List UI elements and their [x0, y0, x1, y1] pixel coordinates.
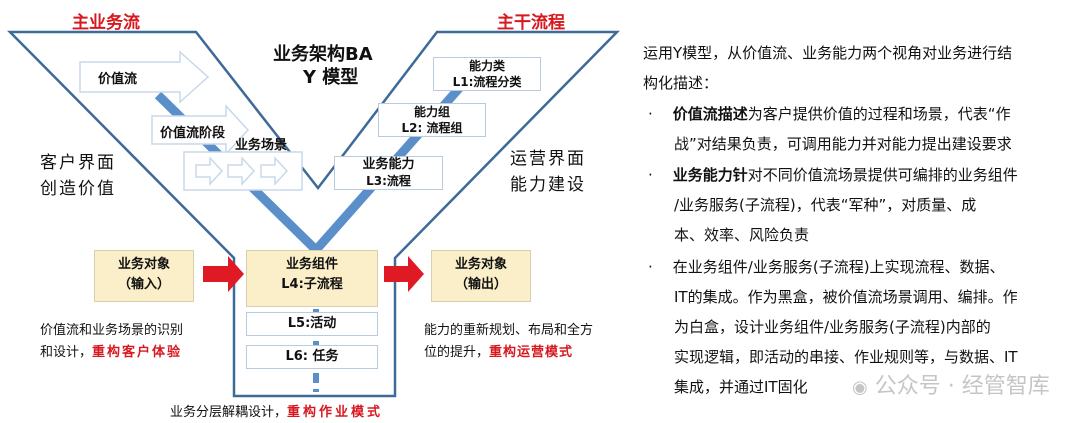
- watermark: ◉ 公众号 · 经管智库: [852, 374, 1050, 399]
- scenario-label: 业务场景: [235, 138, 288, 153]
- value-stream-label: 价值流: [98, 72, 138, 87]
- value-stage-arrow: [151, 104, 250, 156]
- right-note: 能力的重新规划、布局和全方位的提升，重构运营模式: [424, 323, 594, 360]
- bullet-3: ·在业务组件/业务服务(子流程)上实现流程、数据、IT的集成。作为黑盒，被价值流…: [648, 258, 1018, 396]
- left-note: 价值流和业务场景的识别和设计，重构客户体验: [40, 323, 184, 360]
- output-object-box: 业务对象（输出）: [431, 250, 531, 302]
- diagram-title: 业务架构BA: [273, 44, 373, 65]
- l6-task-box: L6: 任务: [246, 345, 378, 369]
- input-arrow: [203, 256, 244, 292]
- bottom-note: 业务分层解耦设计，重构作业模式: [170, 405, 384, 420]
- wechat-icon: ◉: [852, 377, 868, 398]
- main-flow-label: 主业务流: [72, 13, 140, 33]
- input-object-box: 业务对象（输入）: [94, 250, 194, 302]
- bullet-1: ·价值流描述为客户提供价值的过程和场景，代表“作战”对结果负责，可调用能力并对能…: [648, 105, 1012, 153]
- intro-text: 运用Y模型，从价值流、业务能力两个视角对业务进行结构化描述：: [643, 44, 1013, 92]
- value-stream-arrow: [79, 50, 210, 104]
- l5-activity-box: L5:活动: [246, 312, 378, 336]
- trunk-flow-label: 主干流程: [497, 13, 565, 33]
- ops-interface-text: 运营界面能力建设: [510, 149, 586, 195]
- customer-interface-text: 客户界面创造价值: [40, 153, 116, 199]
- diagram-subtitle: Y 模型: [303, 67, 359, 88]
- output-arrow: [384, 256, 424, 292]
- bullet-2: ·业务能力针对不同价值流场景提供可编排的业务组件/业务服务(子流程)，代表“军种…: [648, 166, 1018, 244]
- value-stage-label: 价值流阶段: [160, 126, 226, 141]
